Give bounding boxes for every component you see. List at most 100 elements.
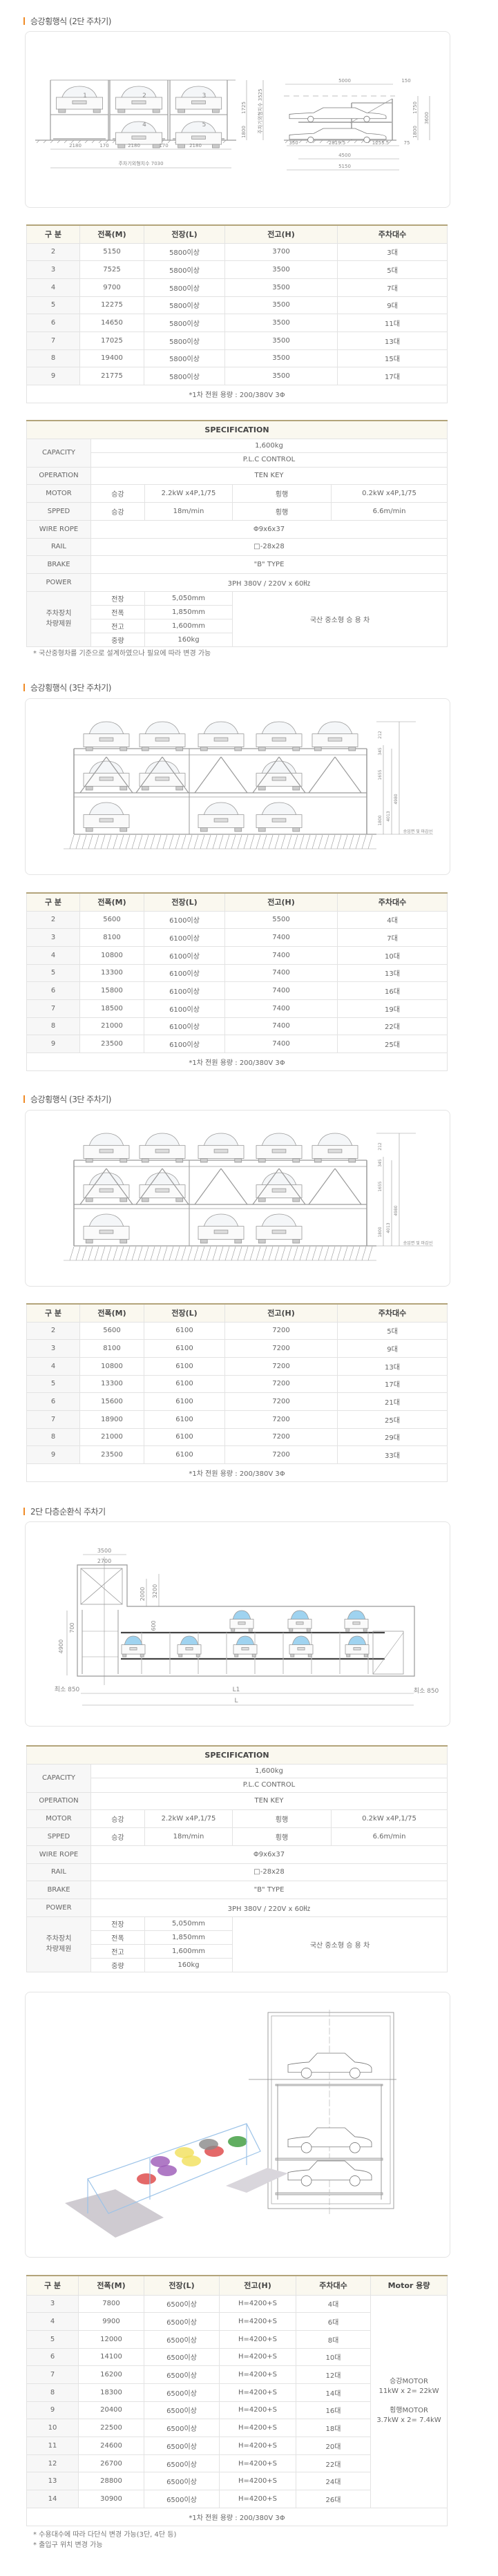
table-cell: 6대 (296, 2312, 371, 2331)
table-cell: 6100 (144, 1392, 225, 1411)
drawing-line (106, 756, 133, 794)
drawing-line (361, 834, 367, 849)
drawing-rect (129, 1647, 137, 1651)
table-cell: 7 (26, 2365, 79, 2384)
drawing-rect (99, 1229, 114, 1234)
drawing-line (355, 834, 361, 849)
drawing-line (231, 1246, 236, 1261)
dimension-label: 2700 (97, 1558, 111, 1564)
footer-row: *1차 전원 용량 : 200/380V 3Φ (26, 1463, 448, 1482)
dimension-label: 2180 (128, 143, 140, 148)
table-cell: 20400 (78, 2401, 144, 2420)
table-cell: 6.6m/min (330, 1827, 448, 1846)
spec-row: RAIL□-28x28 (26, 1863, 448, 1881)
table-cell: 6100이상 (144, 981, 225, 1000)
table-cell: 33대 (337, 1445, 448, 1464)
table-cell: 3 (26, 2294, 79, 2314)
section-title: 승강횡행식 (2단 주차기) (23, 16, 112, 26)
table-cell: 8 (26, 1017, 80, 1036)
table-cell: 7200 (224, 1374, 338, 1394)
table-cell: 160kg (144, 1957, 233, 1972)
drawing-line (336, 1246, 342, 1261)
drawing-rect (200, 1239, 208, 1244)
drawing-line (349, 1246, 354, 1261)
table-cell: 6100 (144, 1410, 225, 1429)
section-title-text: 승강횡행식 (3단 주차기) (30, 1094, 112, 1104)
drawing-rect (271, 776, 287, 781)
table-cell: 6500이상 (144, 2490, 220, 2508)
table-cell: 18500 (79, 999, 144, 1018)
drawing-line (312, 834, 317, 849)
section-title-text: 승강횡행식 (2단 주차기) (30, 16, 112, 26)
table-cell: 10대 (296, 2347, 371, 2367)
dimension-label: 주차기외형치수 7030 (118, 160, 163, 166)
drawing-line (193, 1246, 199, 1261)
table-cell: "B" TYPE (90, 555, 448, 574)
table-cell: 7800 (78, 2294, 144, 2314)
drawing-rect (213, 818, 229, 823)
table-cell: "B" TYPE (90, 1880, 448, 1899)
table-cell: 중량 (90, 632, 145, 647)
drawing-line (326, 140, 330, 144)
drawing-rect (175, 1198, 184, 1202)
drawing-line (280, 1246, 286, 1261)
footer-row: *1차 전원 용량 : 200/380V 3Φ (26, 1052, 448, 1071)
drawing-line (64, 140, 68, 144)
table-cell: 6 (26, 314, 80, 332)
drawing-line (200, 1246, 205, 1261)
table-cell: 5150 (79, 242, 144, 262)
table-cell: *1차 전원 용량 : 200/380V 3Φ (26, 1463, 448, 1482)
table-cell: 8대 (296, 2329, 371, 2349)
header-row: SPECIFICATION (26, 420, 448, 439)
dimension-label: 3600 (424, 112, 430, 124)
table-cell: 3 (26, 1339, 80, 1358)
drawing-rect (119, 1198, 128, 1202)
table-cell: MOTOR (26, 1809, 91, 1828)
dimension-label: 2819.5 (329, 140, 346, 146)
table-cell: 7400 (224, 981, 338, 1000)
car-front-icon (56, 86, 103, 113)
dimension-label: 5150 (338, 164, 351, 169)
table-cell: 5500 (224, 910, 338, 930)
car-front-icon (256, 1133, 303, 1163)
drawing-line (94, 834, 99, 849)
table-cell: 1,600mm (144, 1943, 233, 1959)
car-front-icon (198, 1133, 245, 1163)
table-cell: 7400 (224, 945, 338, 965)
drawing-line (262, 1246, 267, 1261)
drawing-rect (119, 1158, 128, 1163)
drawing-rect (275, 2157, 383, 2161)
drawing-rect (234, 1158, 242, 1163)
drawing-rect (72, 100, 87, 104)
drawing-line (374, 140, 379, 144)
spec-row: BRAKE"B" TYPE (26, 1880, 448, 1899)
drawing-line (57, 140, 61, 144)
table-cell: 0.2kW x4P,1/75 (330, 1809, 448, 1828)
dimension-label: 1800 (378, 815, 383, 825)
table-cell: 6100 (144, 1428, 225, 1447)
table-cell: RAIL (26, 1863, 91, 1881)
drawing-line (291, 140, 296, 144)
table-cell: 6100이상 (144, 910, 225, 930)
section-title: 승강횡행식 (3단 주차기) (23, 682, 112, 693)
table-cell: CAPACITY (26, 1763, 91, 1793)
table-cell: 160kg (144, 632, 233, 647)
car-front-icon (83, 802, 130, 832)
drawing-rect (231, 1628, 236, 1632)
drawing-line (243, 1246, 249, 1261)
table-cell: 7400 (224, 963, 338, 983)
dimension-label: 최소 850 (414, 1687, 439, 1695)
drawing-rect (307, 1653, 312, 1657)
drawing-line (347, 140, 351, 144)
table-cell: 5800이상 (144, 296, 225, 315)
table-cell: 3500 (224, 349, 338, 368)
car-front-icon (83, 1133, 130, 1163)
table-cell: 3700 (224, 242, 338, 262)
